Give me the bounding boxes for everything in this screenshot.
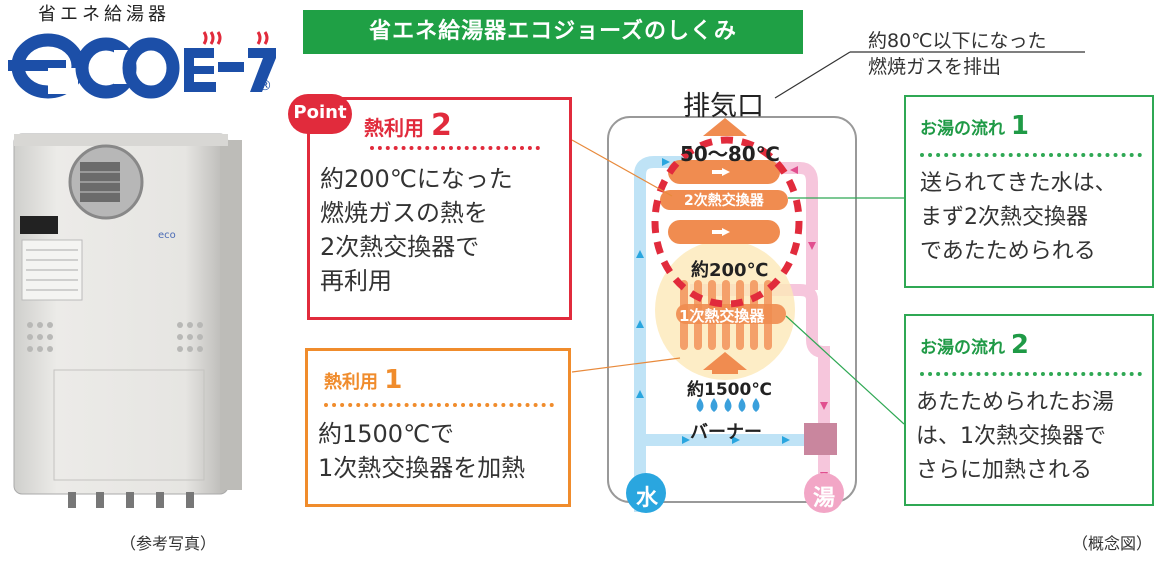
mid-temperature-label: 約200℃ — [691, 260, 769, 281]
burner-label: バーナー — [690, 422, 762, 443]
heat-use-2-title: 熱利用 2 — [364, 108, 452, 143]
heat-use-2-number: 2 — [430, 108, 452, 143]
flow-2-line3: さらに加熱される — [916, 458, 1093, 483]
heat-use-2-box: 熱利用 2 約200℃になった 燃焼ガスの熱を 2次熱交換器で 再利用 — [307, 97, 572, 320]
heat-use-2-line4: 再利用 — [320, 267, 392, 295]
svg-text:eco: eco — [158, 230, 176, 241]
heat-use-1-dots — [324, 403, 554, 407]
exhaust-note: 約80℃以下になった 燃焼ガスを排出 — [868, 28, 1047, 80]
heat-use-1-line1: 約1500℃で — [318, 420, 455, 448]
hot-water-flow-1-box: お湯の流れ 1 送られてきた水は、 まず2次熱交換器 であたためられる — [904, 95, 1154, 288]
heat-use-1-line2: 1次熱交換器を加熱 — [318, 454, 526, 482]
exhaust-leader-line — [774, 51, 851, 99]
heat-use-2-line1: 約200℃になった — [320, 165, 513, 193]
hot-water-pipe — [770, 162, 818, 290]
registered-mark: ® — [258, 78, 272, 94]
flow-1-dots — [920, 153, 1142, 157]
point-badge: Point — [288, 94, 352, 134]
flow-2-line1: あたためられたお湯 — [916, 390, 1115, 415]
flow-2-number: 2 — [1010, 330, 1030, 360]
water-label: 水 — [636, 486, 659, 511]
heat-recovery-highlight — [651, 136, 803, 308]
top-temperature-label: 50～80℃ — [680, 142, 780, 166]
flow-1-line2: まず2次熱交換器 — [920, 205, 1088, 230]
hot-water-label: 湯 — [813, 486, 836, 511]
concept-caption: （概念図） — [1072, 534, 1153, 553]
water-heater-photo: eco — [13, 133, 242, 508]
heat-use-2-line3: 2次熱交換器で — [320, 233, 480, 261]
secondary-exchanger-bar — [660, 190, 788, 210]
flow-1-line1: 送られてきた水は、 — [920, 171, 1117, 196]
ecojozu-logo — [8, 31, 276, 99]
heat-use-2-line2: 燃焼ガスの熱を — [320, 199, 488, 227]
burner-temperature-label: 約1500℃ — [687, 380, 772, 400]
logo-caption: 省エネ給湯器 — [38, 4, 170, 25]
exhaust-note-line2: 燃焼ガスを排出 — [868, 56, 1002, 78]
heat-use-1-title-text: 熱利用 — [324, 372, 378, 393]
flow-1-title-text: お湯の流れ — [920, 119, 1005, 139]
flow-1-title: お湯の流れ 1 — [920, 111, 1029, 141]
heat-use-2-title-text: 熱利用 — [364, 116, 424, 140]
page-title: 省エネ給湯器エコジョーズのしくみ — [303, 10, 803, 54]
secondary-exchanger-label: 2次熱交換器 — [684, 193, 764, 209]
heat-use-1-title: 熱利用 1 — [324, 365, 402, 395]
flow-2-dots — [920, 372, 1142, 376]
flow-1-line3: であたためられる — [920, 239, 1096, 264]
photo-caption: （参考写真） — [120, 534, 217, 553]
heat-use-2-dots — [370, 146, 540, 150]
water-badge — [626, 473, 666, 513]
flow-1-body: 送られてきた水は、 まず2次熱交換器 であたためられる — [920, 167, 1117, 269]
flow-2-title-text: お湯の流れ — [920, 338, 1005, 358]
heat-use-1-body: 約1500℃で 1次熱交換器を加熱 — [318, 417, 525, 485]
flow-2-line2: は、1次熱交換器で — [916, 424, 1106, 449]
flow-2-body: あたためられたお湯 は、1次熱交換器で さらに加熱される — [916, 386, 1114, 488]
heat-use-2-body: 約200℃になった 燃焼ガスの熱を 2次熱交換器で 再利用 — [320, 162, 513, 298]
heat-use-1-number: 1 — [384, 365, 403, 395]
exhaust-note-line1: 約80℃以下になった — [868, 30, 1047, 52]
hot-water-box — [804, 423, 837, 455]
primary-exchanger-bar — [676, 304, 786, 324]
exhaust-arrow — [703, 118, 747, 136]
burner-flames — [696, 398, 760, 412]
hot-water-badge — [804, 473, 844, 513]
flow-1-number: 1 — [1010, 111, 1030, 141]
heat-use-1-box: 熱利用 1 約1500℃で 1次熱交換器を加熱 — [305, 348, 571, 507]
exhaust-label: 排気口 — [683, 91, 764, 122]
primary-exchanger-label: 1次熱交換器 — [679, 307, 765, 325]
hot-water-flow-2-box: お湯の流れ 2 あたためられたお湯 は、1次熱交換器で さらに加熱される — [904, 314, 1154, 506]
flow-2-title: お湯の流れ 2 — [920, 330, 1029, 360]
